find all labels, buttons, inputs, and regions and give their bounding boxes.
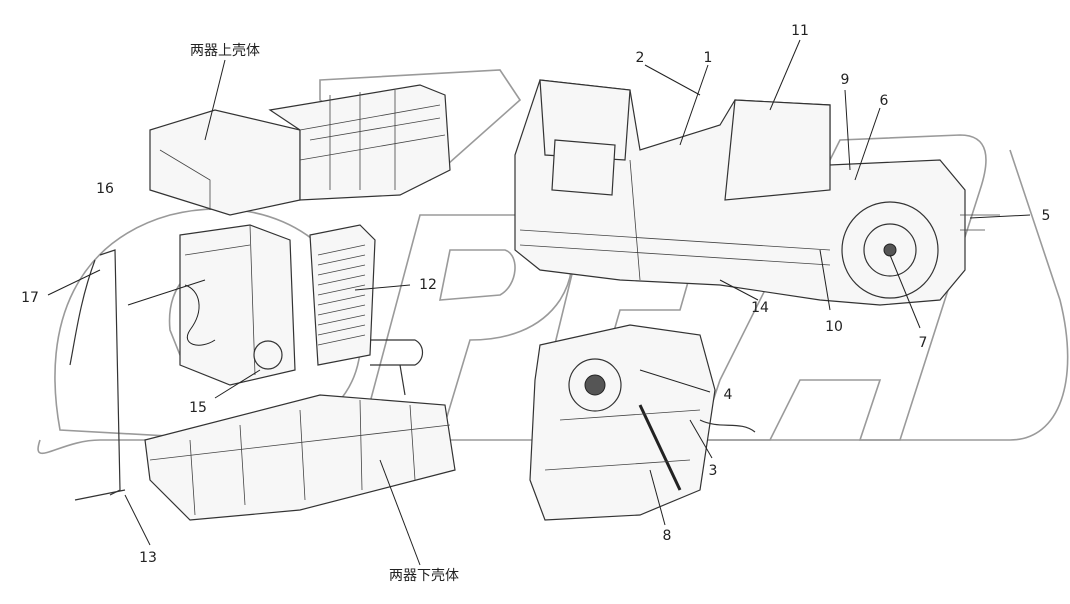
callout-9: 9 [841, 72, 850, 88]
upper-housing-title: 两器上壳体 [190, 42, 260, 59]
lower-housing-part [144, 394, 456, 521]
callout-12: 12 [419, 277, 437, 293]
callout-8: 8 [663, 528, 672, 544]
watermark-chevron [319, 69, 522, 182]
callout-2: 2 [636, 50, 645, 66]
watermark-letter-p-inner [439, 249, 516, 301]
hvac-assembly-main [514, 79, 1000, 306]
watermark-letter-l [698, 134, 987, 441]
callout-16: 16 [96, 181, 114, 197]
callout-3: 3 [709, 463, 718, 479]
watermark-baseline [37, 149, 1069, 455]
heater-core-part [309, 224, 424, 396]
callout-1: 1 [704, 50, 713, 66]
upper-housing-part [149, 84, 451, 216]
callout-11: 11 [791, 23, 809, 39]
callout-10: 10 [825, 319, 843, 335]
callout-15: 15 [189, 400, 207, 416]
callout-13: 13 [139, 550, 157, 566]
leader-lines [47, 39, 1031, 566]
callout-4: 4 [724, 387, 733, 403]
callout-5: 5 [1042, 208, 1051, 224]
blower-assembly-lower [529, 324, 756, 521]
lower-housing-title: 两器下壳体 [389, 567, 459, 584]
callout-14: 14 [751, 300, 769, 316]
callout-7: 7 [919, 335, 928, 351]
drain-pipe-part [69, 249, 126, 501]
callout-17: 17 [21, 290, 39, 306]
callout-6: 6 [880, 93, 889, 109]
evaporator-core-part [179, 224, 296, 386]
